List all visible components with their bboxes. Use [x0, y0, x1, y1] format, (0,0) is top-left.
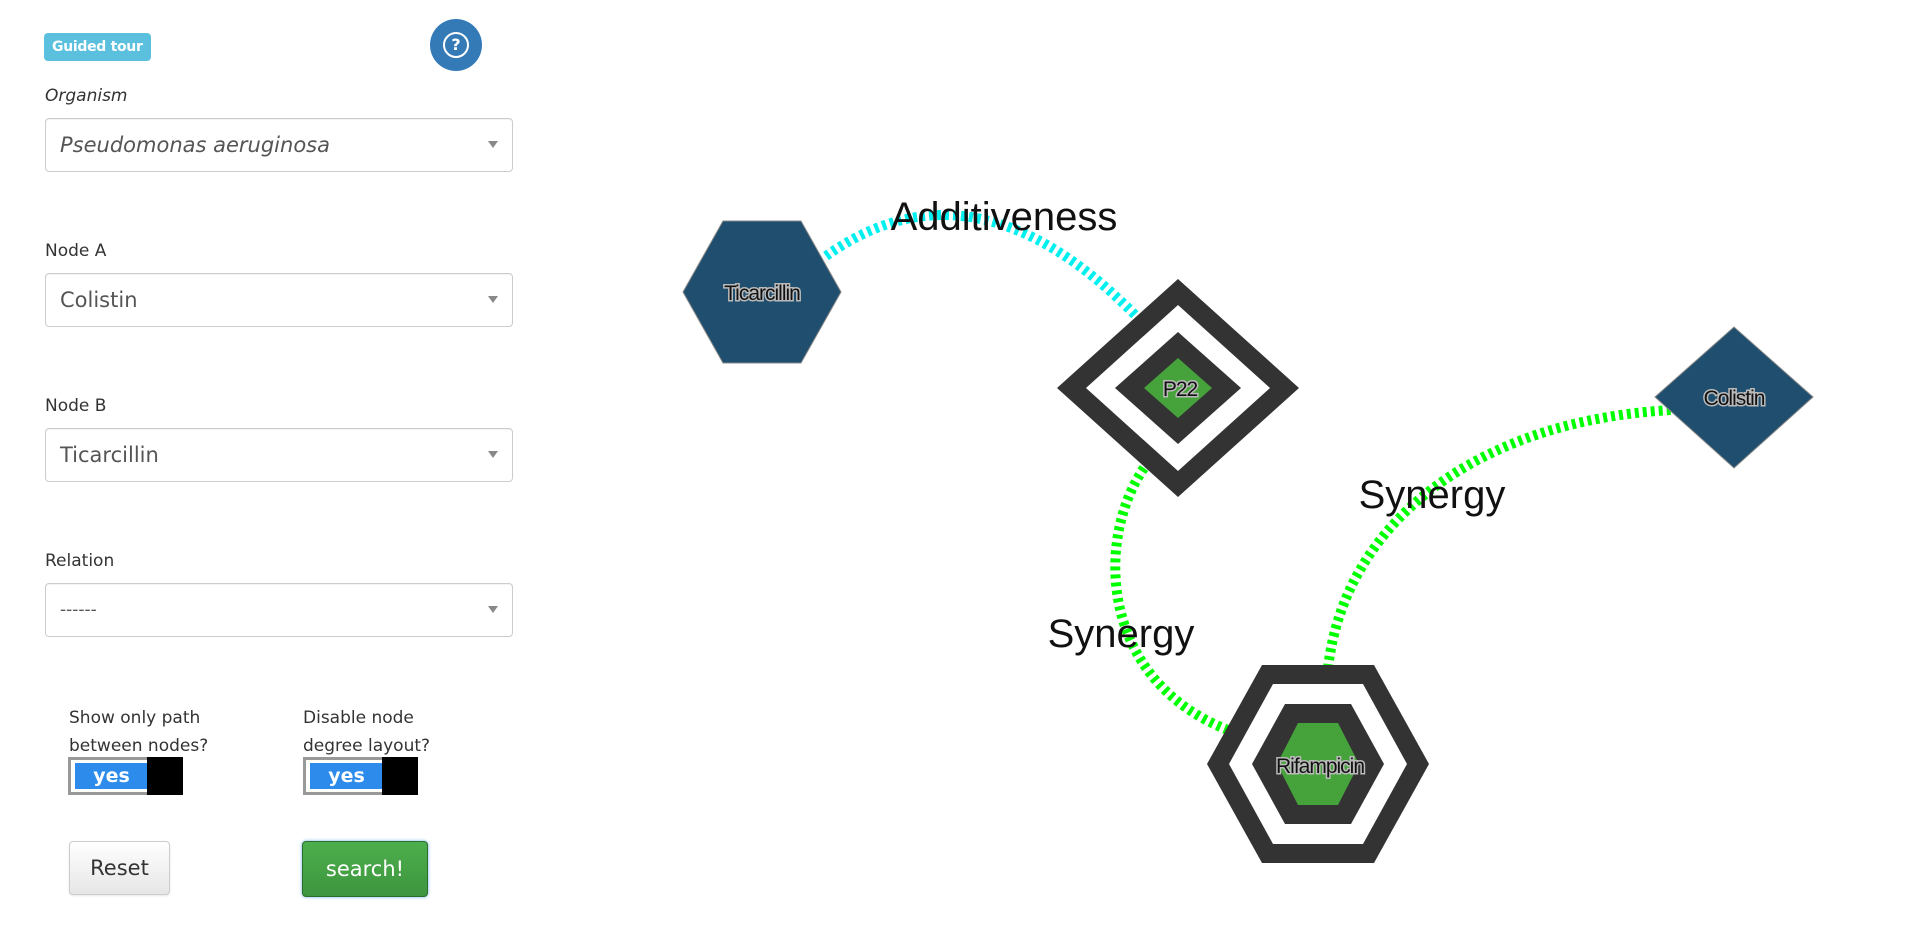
show-only-path-label-line2: between nodes?	[69, 736, 209, 756]
organism-select[interactable]: Pseudomonas aeruginosa	[45, 118, 513, 172]
chevron-down-icon	[488, 141, 498, 148]
chevron-down-icon	[488, 296, 498, 303]
node-label: Rifampicin	[1276, 755, 1364, 778]
show-only-path-label-line1: Show only path	[69, 708, 201, 728]
organism-label: Organism	[45, 86, 128, 106]
disable-degree-layout-label-line1: Disable node	[303, 708, 414, 728]
node-a-value: Colistin	[60, 288, 138, 312]
question-circle-icon: ?	[443, 32, 469, 58]
node-rifampicin[interactable]: Rifampicin	[1207, 665, 1429, 863]
toggle-knob	[382, 757, 418, 795]
relation-value: ------	[60, 600, 97, 620]
toggle-state: yes	[310, 763, 383, 789]
show-only-path-toggle[interactable]: yes	[68, 757, 183, 795]
edge-ticarcillin-p22[interactable]	[823, 210, 1142, 322]
search-button[interactable]: search!	[302, 841, 428, 897]
relation-select[interactable]: ------	[45, 583, 513, 637]
disable-degree-layout-label-line2: degree layout?	[303, 736, 431, 756]
edge-p22-rifampicin[interactable]	[1110, 465, 1230, 735]
node-a-select[interactable]: Colistin	[45, 273, 513, 327]
node-b-label: Node B	[45, 396, 107, 416]
hexagon-core	[1277, 723, 1359, 805]
toggle-knob	[147, 757, 183, 795]
node-b-select[interactable]: Ticarcillin	[45, 428, 513, 482]
edge-rifampicin-colistin[interactable]	[1323, 405, 1673, 669]
hexagon-shape	[682, 220, 842, 364]
relation-label: Relation	[45, 551, 115, 571]
node-p22[interactable]: P22	[1057, 279, 1299, 497]
node-label: Ticarcillin	[724, 282, 800, 305]
show-only-path-label: Show only path between nodes?	[69, 704, 208, 760]
node-a-label: Node A	[45, 241, 107, 261]
reset-button[interactable]: Reset	[69, 841, 170, 895]
disable-degree-layout-toggle[interactable]: yes	[303, 757, 418, 795]
chevron-down-icon	[488, 451, 498, 458]
chevron-down-icon	[488, 606, 498, 613]
disable-degree-layout-label: Disable node degree layout?	[303, 704, 430, 760]
search-panel: Guided tour ? Organism Pseudomonas aerug…	[0, 0, 560, 941]
help-button[interactable]: ?	[430, 19, 482, 71]
diamond-shape	[1654, 326, 1814, 469]
node-ticarcillin[interactable]: Ticarcillin	[682, 220, 842, 364]
node-colistin[interactable]: Colistin	[1654, 326, 1814, 469]
node-label: P22	[1163, 378, 1198, 401]
guided-tour-button[interactable]: Guided tour	[44, 33, 151, 61]
node-b-value: Ticarcillin	[60, 443, 159, 467]
toggle-state: yes	[75, 763, 148, 789]
organism-value: Pseudomonas aeruginosa	[60, 133, 330, 157]
diamond-core	[1144, 358, 1212, 418]
node-label: Colistin	[1704, 387, 1765, 410]
